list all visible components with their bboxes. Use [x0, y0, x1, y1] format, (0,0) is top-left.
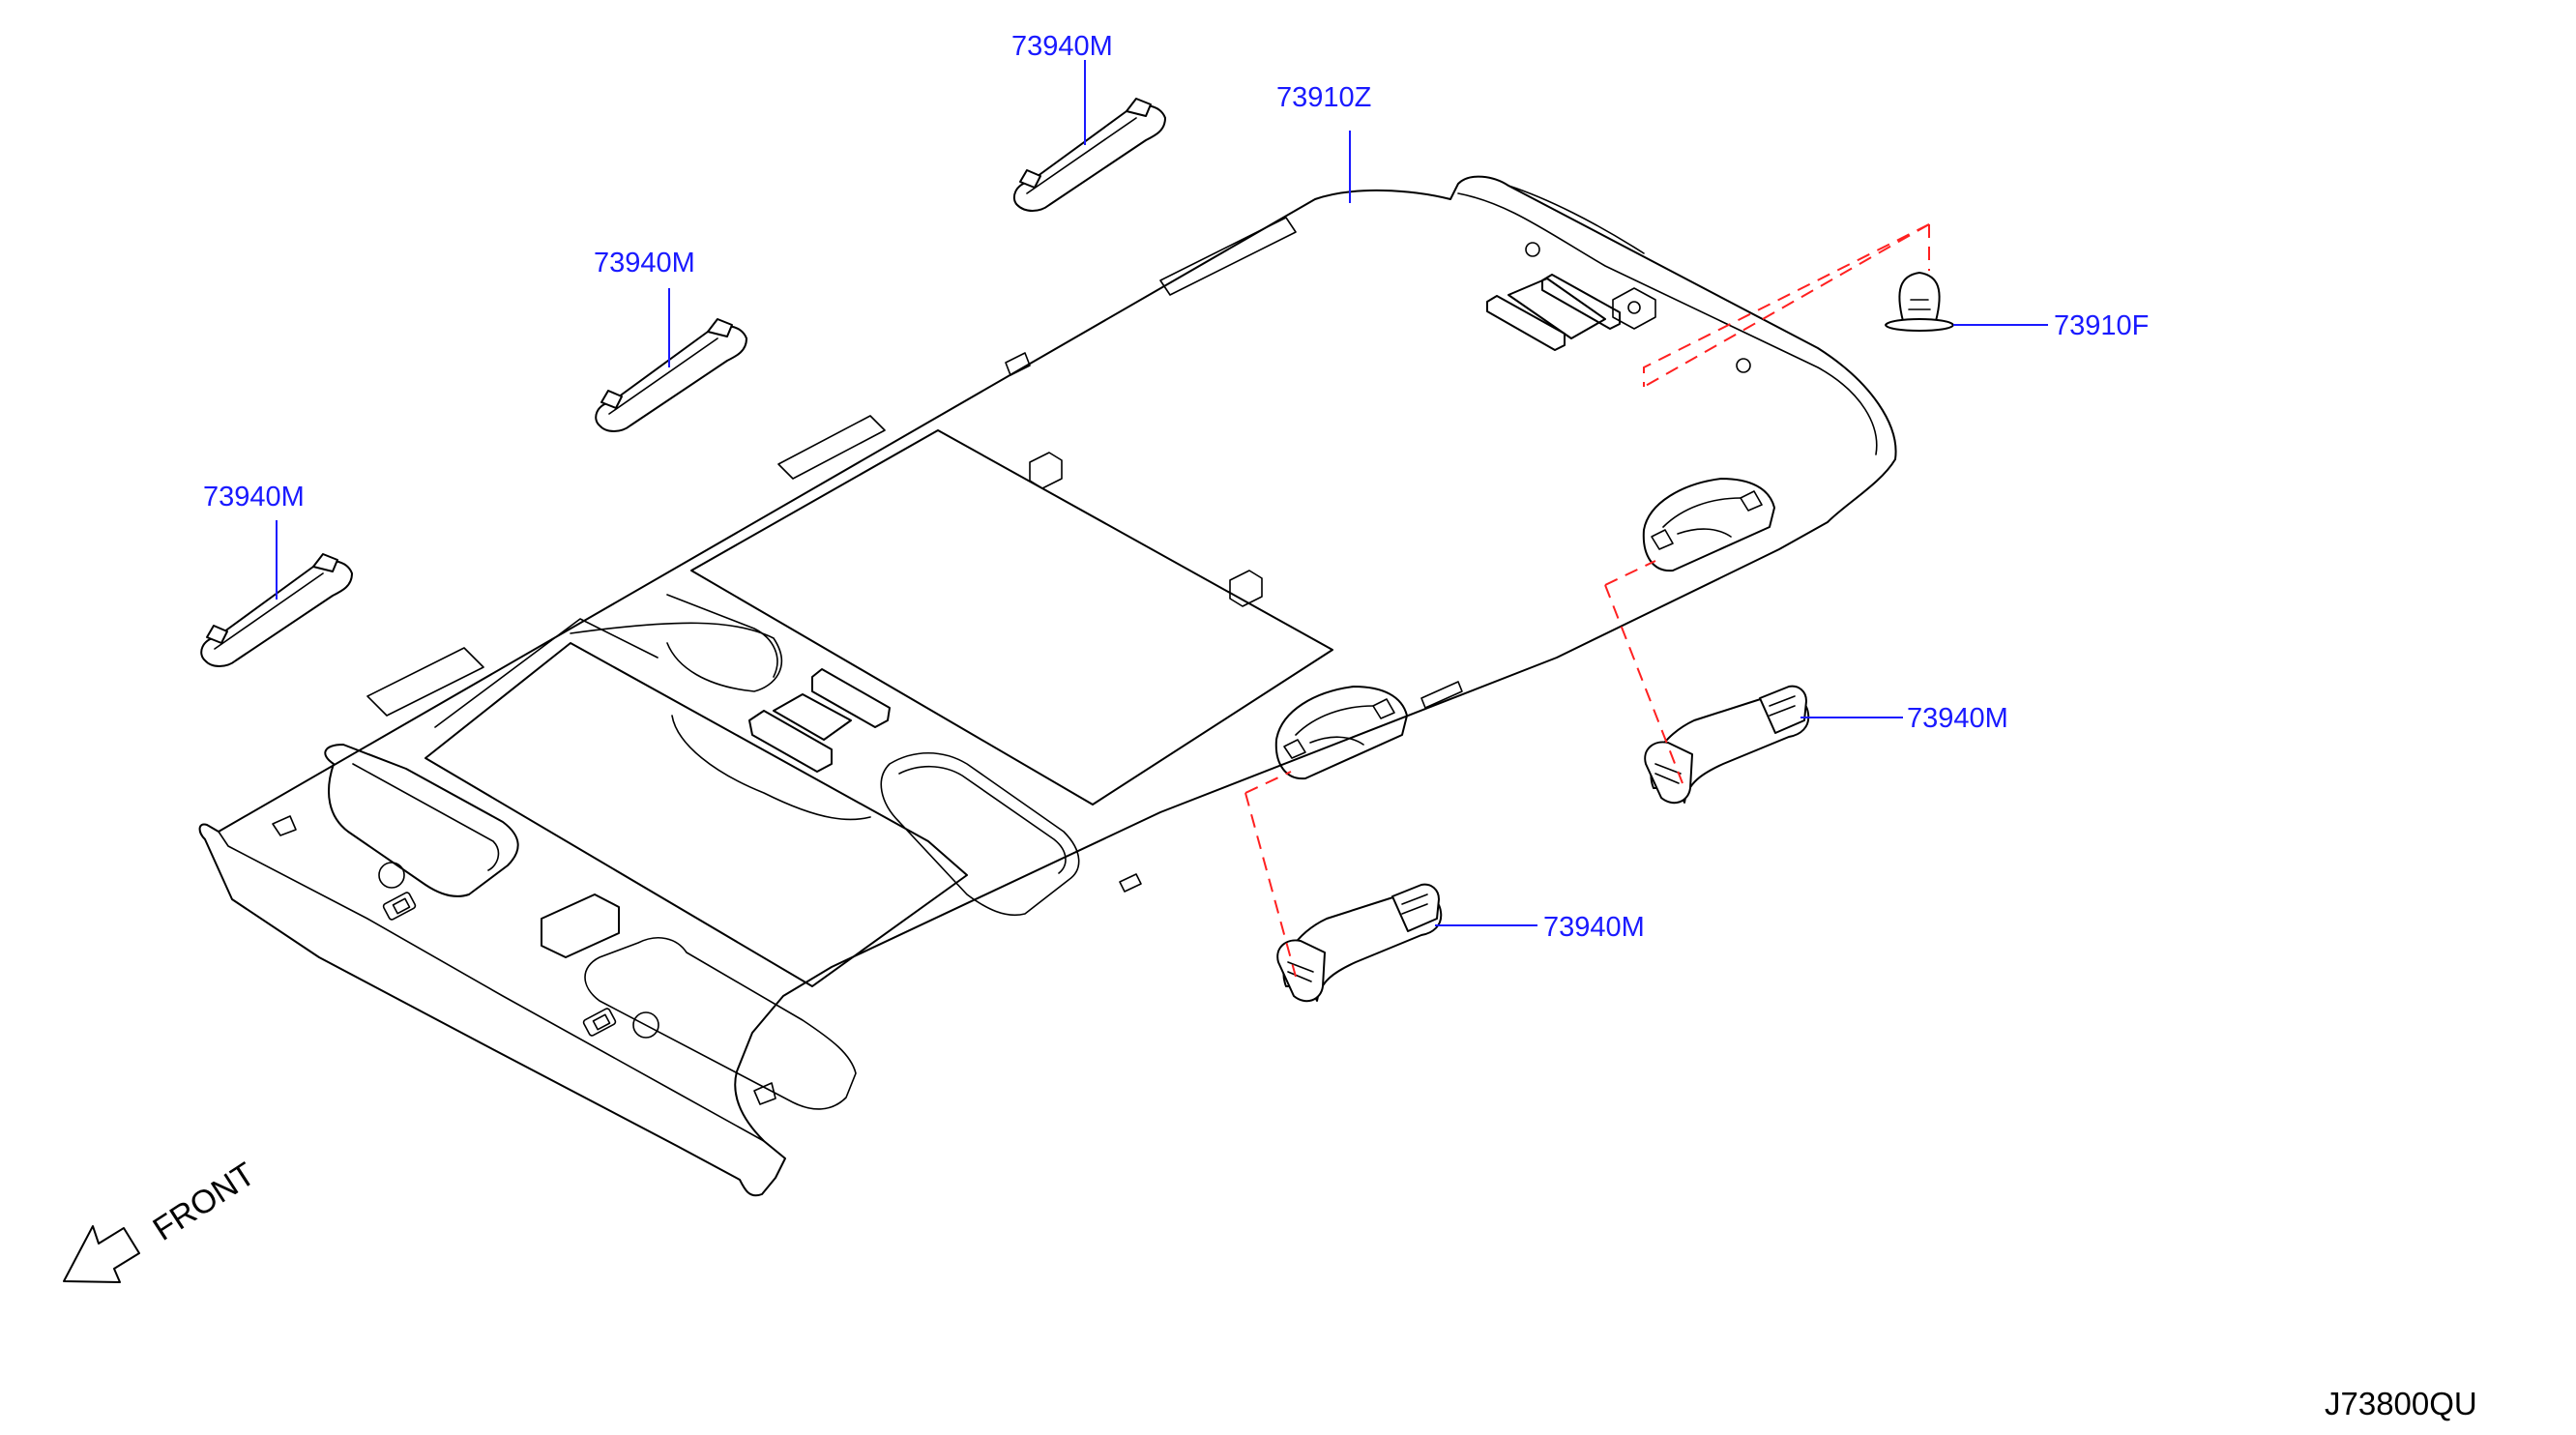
front-label: FRONT: [147, 1156, 262, 1248]
label-clip: 73910F: [2054, 310, 2149, 341]
diagram-code: J73800QU: [2325, 1386, 2477, 1421]
assist-grip-bottom: [1276, 883, 1443, 1003]
assist-grip-upper-left: [595, 318, 747, 432]
label-grip-top: 73940M: [1011, 31, 1113, 62]
dashed-leaders: [1244, 223, 1930, 978]
clip-part: [1885, 272, 1954, 332]
label-grip-bottom: 73940M: [1543, 912, 1645, 943]
label-grip-right: 73940M: [1907, 703, 2008, 734]
label-headlining: 73910Z: [1276, 82, 1371, 113]
label-leaders: [276, 60, 2048, 926]
assist-grip-left: [200, 553, 353, 667]
label-grip-left: 73940M: [203, 482, 305, 512]
label-grip-upper-left: 73940M: [594, 248, 695, 278]
front-direction-indicator: FRONT: [63, 1156, 262, 1283]
assist-grip-right: [1644, 685, 1810, 805]
front-arrow-icon: [63, 1225, 140, 1283]
assist-grip-top: [1012, 98, 1166, 212]
headlining-panel: [198, 175, 1897, 1197]
